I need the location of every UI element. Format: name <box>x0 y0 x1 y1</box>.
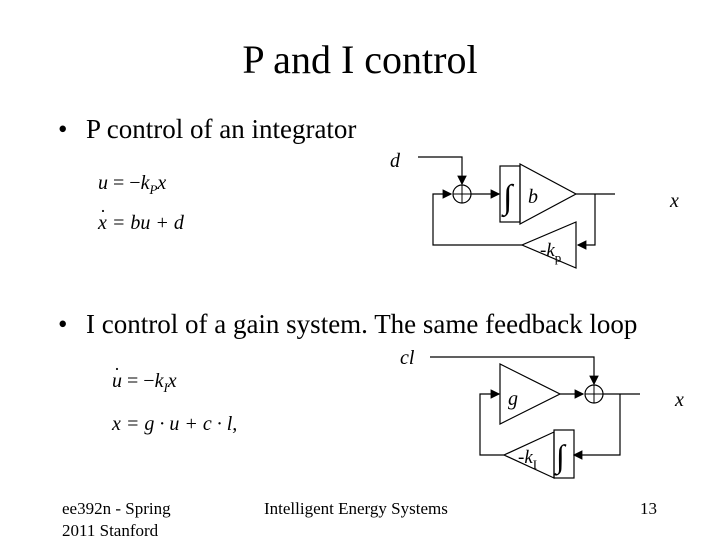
gain-kp-block <box>520 221 577 269</box>
eq-body: x = g · u + c · l, <box>112 413 238 435</box>
disturbance-label-d: d <box>390 150 401 172</box>
gain-kp-label: -kp <box>540 240 561 265</box>
eq-variable: x <box>167 370 177 392</box>
gain-g-label: g <box>508 388 518 410</box>
integral-sign: ∫ <box>501 179 515 218</box>
eq-lhs-derivative: x <box>98 212 107 234</box>
summing-junction <box>452 184 472 204</box>
bullet-text: P control of an integrator <box>86 114 357 144</box>
i-equation-1: u = −kIx <box>112 370 177 399</box>
bullet-i-control: • I control of a gain system. The same fe… <box>58 308 637 340</box>
page-number: 13 <box>640 499 657 518</box>
disturbance-label-cl: cl <box>400 347 415 369</box>
footer-course-line1: ee392n - Spring <box>62 499 171 518</box>
disturbance-arrow <box>418 156 467 186</box>
footer-title: Intelligent Energy Systems <box>264 499 448 518</box>
gain-ki-label: -kI <box>518 447 537 472</box>
summing-junction <box>584 384 604 404</box>
slide-title: P and I control <box>242 37 478 82</box>
feedback-path-left <box>479 389 504 456</box>
output-label-x: x <box>674 389 684 411</box>
eq-gain: k <box>140 172 150 194</box>
p-equation-1: u = −kPx <box>98 172 166 201</box>
footer-course-line2: 2011 Stanford <box>62 521 159 540</box>
integral-sign: ∫ <box>554 438 567 476</box>
disturbance-arrow <box>430 356 599 386</box>
eq-relation: = − <box>127 370 155 392</box>
eq-gain-subscript: P <box>149 182 158 197</box>
eq-gain: k <box>154 370 164 392</box>
p-control-diagram: d ∫ b x -kp <box>390 150 679 269</box>
bullet-dot: • <box>58 114 68 144</box>
gain-ki-block <box>502 431 555 479</box>
footer-course: ee392n - Spring 2011 Stanford <box>62 498 222 542</box>
feedback-path-right <box>576 194 596 250</box>
gain-b-label: b <box>528 186 538 208</box>
gain-b-block <box>519 162 578 226</box>
eq-variable: x <box>157 172 167 194</box>
i-control-diagram: cl g x ∫ -kI <box>400 347 684 479</box>
i-equation-2: x = g · u + c · l, <box>112 413 237 435</box>
feedback-path-left <box>432 189 522 246</box>
eq-rhs: = bu + d <box>111 212 184 234</box>
output-label-x: x <box>669 190 679 212</box>
eq-lhs: u <box>98 172 108 194</box>
bullet-dot: • <box>58 309 68 339</box>
eq-gain-subscript: I <box>163 380 168 395</box>
feedback-path-right <box>572 394 621 460</box>
eq-lhs-derivative: u <box>112 370 122 392</box>
bullet-text: I control of a gain system. The same fee… <box>86 309 638 339</box>
eq-relation: = − <box>113 172 141 194</box>
bullet-p-control: • P control of an integrator <box>58 113 356 145</box>
p-equation-2: x = bu + d <box>98 212 184 234</box>
